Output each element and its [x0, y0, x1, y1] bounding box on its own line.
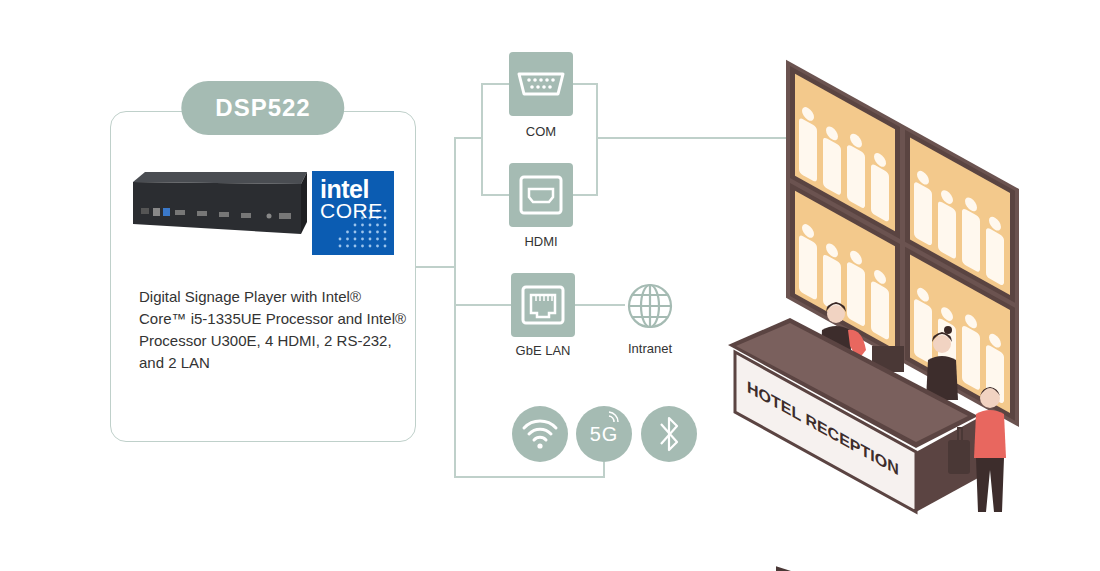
connector — [416, 84, 509, 267]
connector — [416, 267, 604, 477]
hdmi-port-icon — [509, 163, 573, 227]
bracket-line — [573, 84, 792, 195]
bluetooth-icon — [641, 406, 697, 462]
description: Digital Signage Player with Intel® Core™… — [139, 286, 407, 374]
connector — [416, 267, 511, 305]
port-label: COM — [526, 124, 556, 139]
wifi-icon — [512, 406, 568, 462]
lan-port-icon — [511, 273, 575, 337]
wireless-icon: 5G — [576, 406, 632, 462]
port-label: GbE LAN — [516, 343, 571, 358]
player-panel: DSP522Digital Signage Player with Intel®… — [110, 111, 416, 442]
connector — [575, 304, 625, 306]
network-label: Intranet — [628, 341, 672, 356]
panel-title: DSP522 — [181, 81, 344, 135]
port-box: HDMI — [509, 163, 573, 227]
port-box: COM — [509, 52, 573, 116]
wireless-label: 5G — [590, 423, 619, 446]
com-port-icon — [509, 52, 573, 116]
reception-desk — [728, 302, 1006, 571]
port-label: HDMI — [524, 234, 557, 249]
intel-logo: intelCORE — [312, 171, 394, 255]
network-icon: Intranet — [625, 281, 675, 331]
port-box: GbE LAN — [511, 273, 575, 337]
connector — [416, 138, 509, 267]
logo-word: CORE — [320, 199, 383, 223]
globe-icon — [625, 281, 675, 331]
